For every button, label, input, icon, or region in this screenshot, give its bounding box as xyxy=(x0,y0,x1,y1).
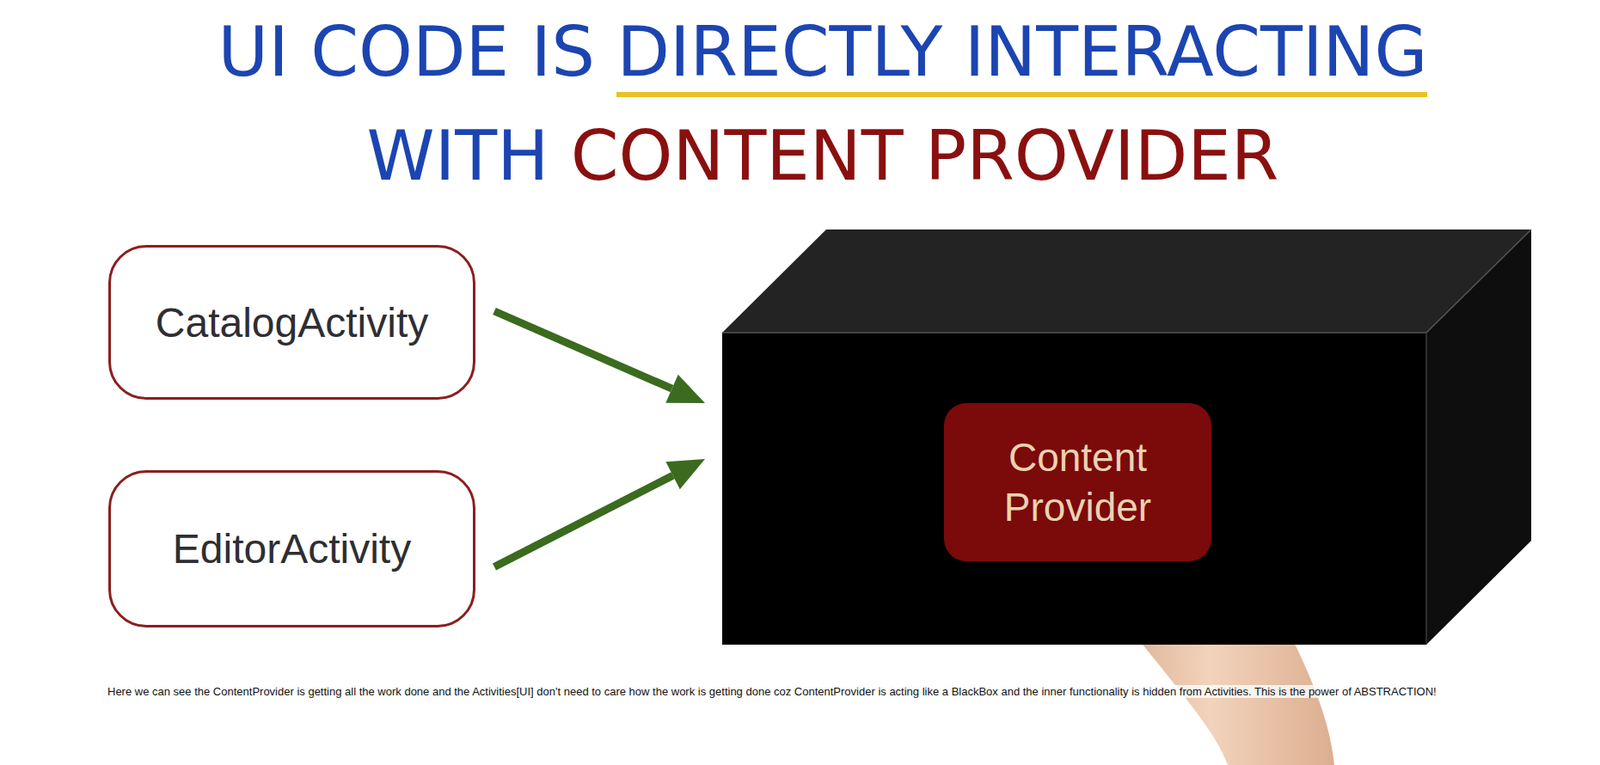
arrow-connector xyxy=(494,459,705,568)
box-front xyxy=(722,332,1427,645)
content-provider-box: Content Provider xyxy=(944,403,1212,562)
caption-note: Here we can see the ContentProvider is g… xyxy=(107,683,1466,700)
arrow-shaft xyxy=(494,311,673,389)
box-edge xyxy=(722,229,1532,333)
activity-box: CatalogActivity xyxy=(108,245,476,400)
arrow-connector xyxy=(494,311,705,404)
activity-box: EditorActivity xyxy=(108,470,476,628)
box-top xyxy=(722,229,1532,333)
node-label: EditorActivity xyxy=(172,525,411,573)
box-edge xyxy=(1425,332,1428,645)
box-side xyxy=(1426,229,1532,645)
title: UI CODE IS DIRECTLY INTERACTING WITH CON… xyxy=(49,0,1597,209)
node-label: CatalogActivity xyxy=(155,299,429,347)
arrow-head xyxy=(665,374,705,404)
node-label: Content Provider xyxy=(979,432,1178,533)
arrow-shaft xyxy=(494,475,674,567)
arrow-head xyxy=(665,459,705,490)
